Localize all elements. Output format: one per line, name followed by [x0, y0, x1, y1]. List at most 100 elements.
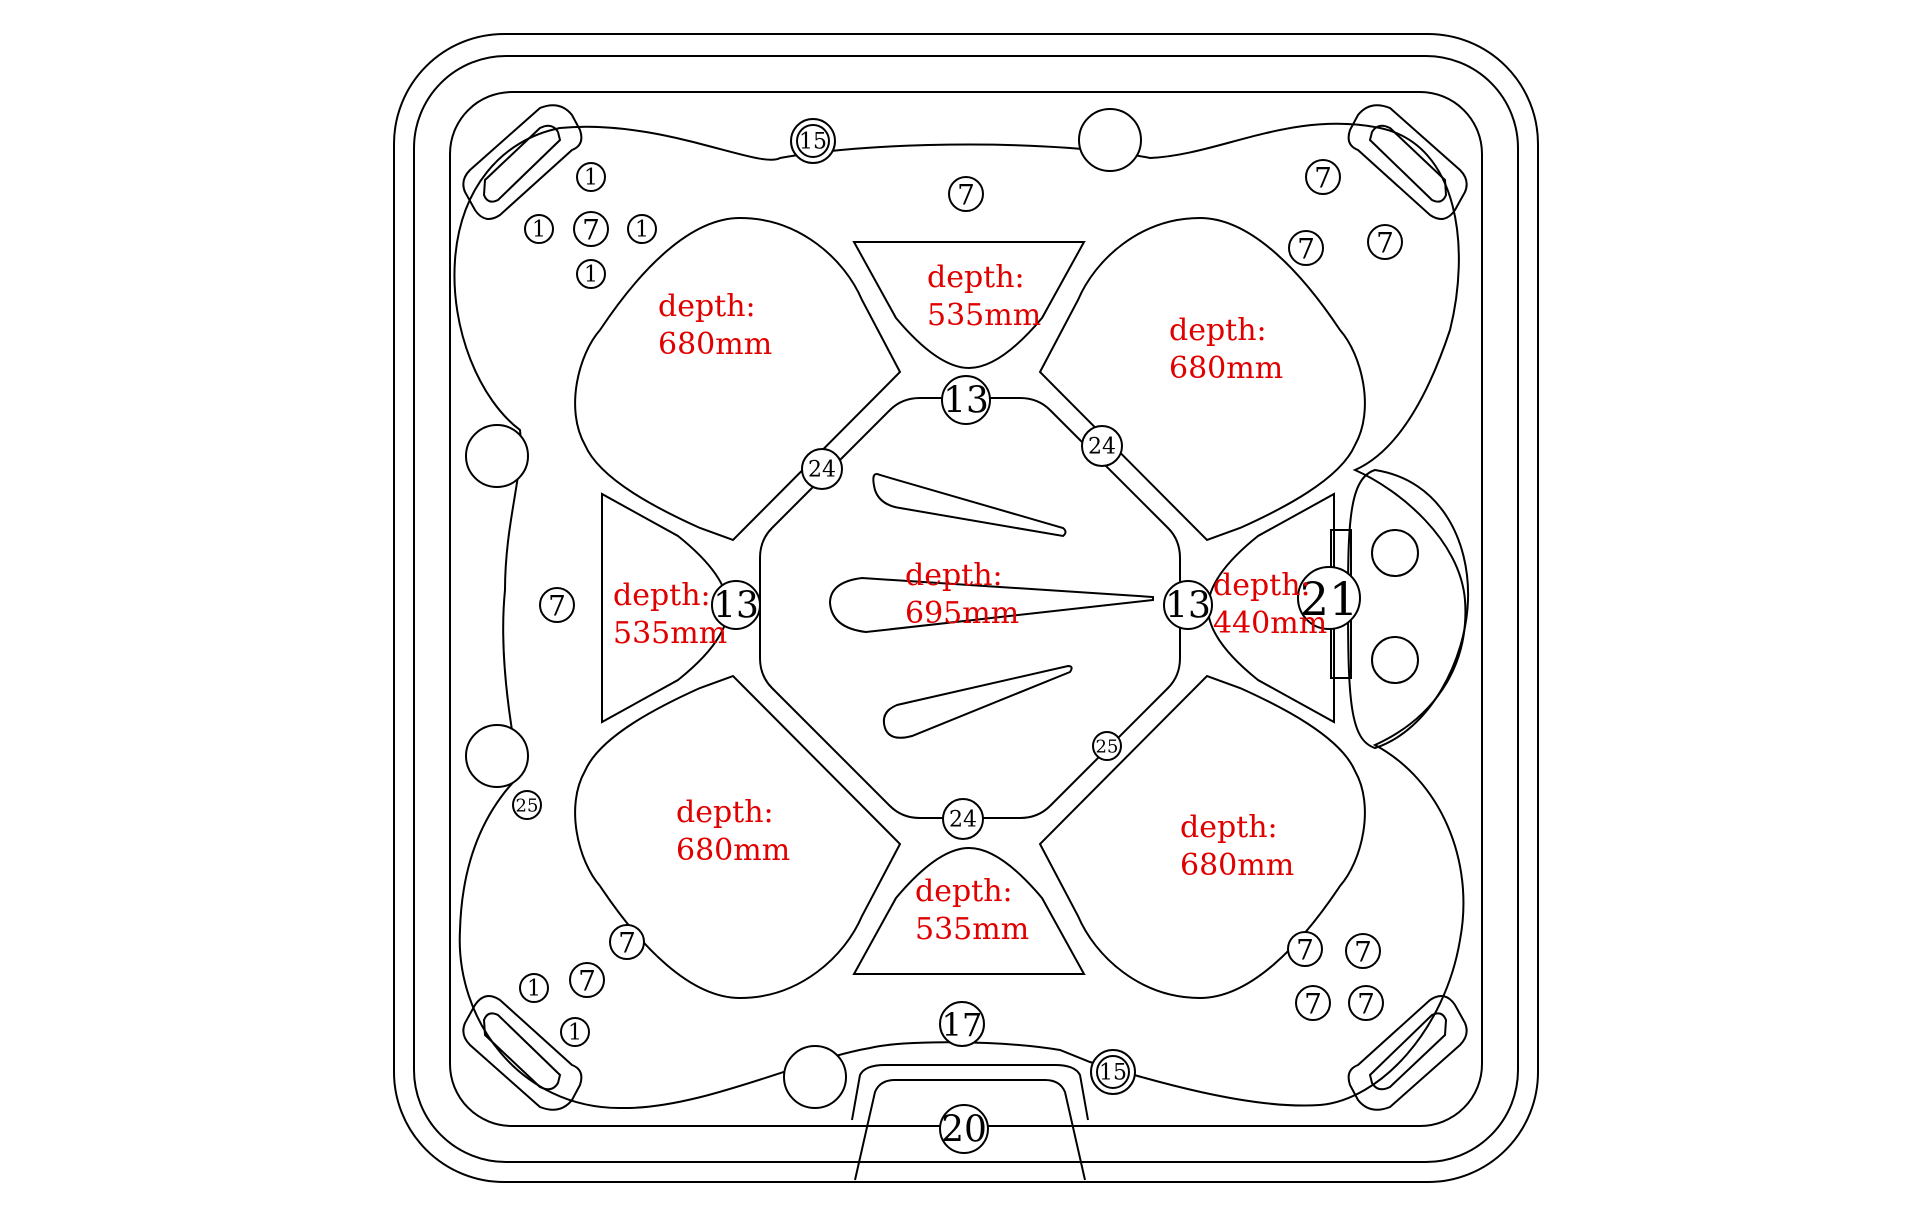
jet-marker-circle: [1345, 933, 1381, 969]
jet-marker: 7: [1348, 985, 1384, 1021]
jet-marker-circle: [1295, 985, 1331, 1021]
jet-marker: 21: [1297, 566, 1361, 630]
jet-marker-label: 1: [532, 218, 546, 243]
jet-marker-circle: [569, 962, 605, 998]
jet-marker-label: 7: [578, 965, 596, 998]
seat-top-right: [1038, 216, 1366, 542]
seat-top-left: [574, 216, 902, 542]
jet-marker: 24: [801, 448, 843, 490]
cup-holder-left-lower: [465, 724, 529, 788]
jet-marker: 7: [569, 962, 605, 998]
depth-label-top-right-seat: depth:680mm: [1169, 313, 1283, 386]
jet-marker: 7: [1287, 931, 1323, 967]
jet-marker: 13: [711, 580, 761, 630]
right-recess: [1346, 468, 1470, 750]
jet-marker-circle: [941, 375, 991, 425]
depth-label-value: 680mm: [676, 833, 790, 868]
jet-marker-circle: [1092, 731, 1122, 761]
jet-marker-label: 7: [1297, 233, 1315, 266]
jet-marker-label: 17: [942, 1006, 983, 1044]
jet-marker-circle: [627, 214, 657, 244]
jet-marker-label: 7: [1314, 162, 1332, 195]
jet-marker: 7: [1295, 985, 1331, 1021]
jet-marker: 7: [948, 176, 984, 212]
jet-marker-label: 7: [1376, 227, 1394, 260]
headrest-top-right: [1347, 104, 1468, 220]
jet-marker-label: 7: [1357, 988, 1375, 1021]
headrest-bottom-left: [462, 995, 583, 1111]
footwell-channel-upper: [872, 473, 1067, 538]
depth-label-value: 535mm: [915, 912, 1029, 947]
depth-label-value: 440mm: [1213, 606, 1327, 641]
jet-marker-circle: [1367, 224, 1403, 260]
jet-marker: 13: [1163, 580, 1213, 630]
depth-label-title: depth:: [676, 795, 774, 830]
jet-marker-inner-circle: [796, 124, 830, 158]
jet-marker-label: 7: [618, 927, 636, 960]
jet-marker-circle: [801, 448, 843, 490]
jet-marker-circle: [512, 790, 542, 820]
jet-marker: 17: [939, 1001, 985, 1047]
jet-marker-label: 7: [1304, 988, 1322, 1021]
jet-marker-label: 13: [713, 586, 759, 627]
jet-marker: 15: [790, 118, 836, 164]
jet-marker-circle: [948, 176, 984, 212]
jet-marker: 13: [941, 375, 991, 425]
jet-marker: 7: [609, 924, 645, 960]
jet-marker: 7: [573, 211, 609, 247]
depth-label-title: depth:: [1180, 810, 1278, 845]
jet-marker-label: 15: [799, 130, 827, 155]
jet-marker-circle: [939, 1001, 985, 1047]
jet-marker-label: 7: [548, 590, 566, 623]
footwell-channel-middle: [828, 576, 1154, 634]
inner-shell: [453, 122, 1467, 1110]
jet-marker-circle: [519, 973, 549, 1003]
jet-marker-label: 1: [568, 1021, 582, 1046]
jet-marker-label: 1: [635, 218, 649, 243]
jet-marker: 15: [1090, 1049, 1136, 1095]
jet-marker-label: 25: [1096, 737, 1119, 758]
jet-marker-label: 24: [808, 458, 836, 483]
headrest-bottom-right: [1347, 995, 1468, 1111]
jet-marker: 7: [1305, 159, 1341, 195]
jet-marker-circle: [1081, 425, 1123, 467]
jet-marker-label: 13: [1165, 586, 1211, 627]
footwell-channel-lower: [882, 664, 1073, 739]
jet-marker-circle: [524, 214, 554, 244]
jet-marker-label: 1: [527, 977, 541, 1002]
center-footwell: [759, 397, 1181, 819]
depth-label-top-center-seat: depth:535mm: [927, 260, 1041, 333]
depth-label-title: depth:: [915, 874, 1013, 909]
jet-marker: 7: [539, 587, 575, 623]
depth-label-title: depth:: [927, 260, 1025, 295]
depth-label-value: 535mm: [927, 298, 1041, 333]
jet-marker: 1: [576, 162, 606, 192]
jet-marker-circle: [942, 798, 984, 840]
cup-holder-right-upper: [1371, 529, 1419, 577]
jet-marker-label: 24: [949, 808, 977, 833]
jet-marker-circle: [1288, 230, 1324, 266]
seat-bottom-center: [852, 846, 1086, 975]
jet-marker-circle: [711, 580, 761, 630]
headrest-top-left: [462, 104, 583, 220]
jet-marker-label: 20: [941, 1110, 987, 1151]
jet-marker-circle: [539, 587, 575, 623]
jet-marker-circle: [939, 1104, 989, 1154]
jet-marker-label: 21: [1300, 572, 1359, 626]
depth-label-center-footwell: depth:695mm: [905, 558, 1019, 631]
jet-marker-label: 13: [943, 381, 989, 422]
depth-label-title: depth:: [1213, 568, 1311, 603]
entry-step: [854, 1079, 1086, 1181]
jet-marker-circle: [576, 162, 606, 192]
depth-label-title: depth:: [613, 578, 711, 613]
jet-marker-circle: [576, 259, 606, 289]
depth-label-title: depth:: [905, 558, 1003, 593]
depth-label-title: depth:: [1169, 313, 1267, 348]
jet-marker-label: 15: [1099, 1061, 1127, 1086]
jet-marker-circle: [1163, 580, 1213, 630]
jet-marker: 1: [560, 1017, 590, 1047]
jet-marker: 1: [519, 973, 549, 1003]
